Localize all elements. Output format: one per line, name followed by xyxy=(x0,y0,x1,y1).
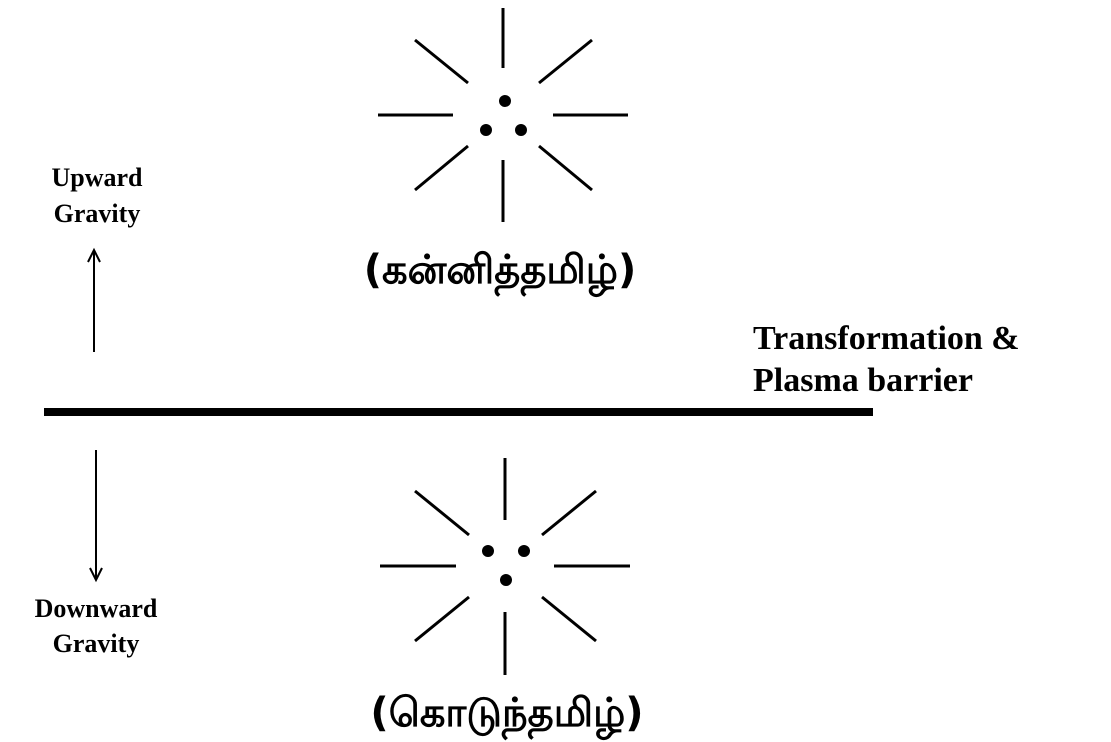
upper-dot-left xyxy=(480,124,492,136)
upward-gravity-line2: Gravity xyxy=(54,199,141,228)
upper-starburst xyxy=(378,8,628,222)
upward-gravity-line1: Upward xyxy=(51,163,143,192)
lower-caption: (கொடுந்தமிழ்) xyxy=(370,690,643,740)
lower-dot-right xyxy=(518,545,530,557)
lower-ray-ne xyxy=(541,489,597,537)
lower-dot-left xyxy=(482,545,494,557)
upper-ray-ne xyxy=(538,38,593,85)
upper-ray-nw xyxy=(414,38,469,85)
up-arrow-icon xyxy=(87,247,101,352)
lower-starburst xyxy=(380,458,630,675)
upper-dot-right xyxy=(515,124,527,136)
upper-ray-sw xyxy=(414,144,469,192)
lower-ray-sw xyxy=(414,595,470,643)
barrier-label-line1: Transformation & xyxy=(753,320,1020,357)
downward-gravity-line2: Gravity xyxy=(53,629,140,658)
downward-gravity-line1: Downward xyxy=(35,594,158,623)
lower-ray-se xyxy=(541,595,597,643)
upper-dot-top xyxy=(499,95,511,107)
lower-dot-bottom xyxy=(500,574,512,586)
upper-ray-se xyxy=(538,144,593,192)
upper-caption: (கன்னித்தமிழ்) xyxy=(364,247,636,297)
barrier-label-line2: Plasma barrier xyxy=(753,362,973,399)
lower-ray-nw xyxy=(414,489,470,537)
down-arrow-icon xyxy=(89,450,103,583)
